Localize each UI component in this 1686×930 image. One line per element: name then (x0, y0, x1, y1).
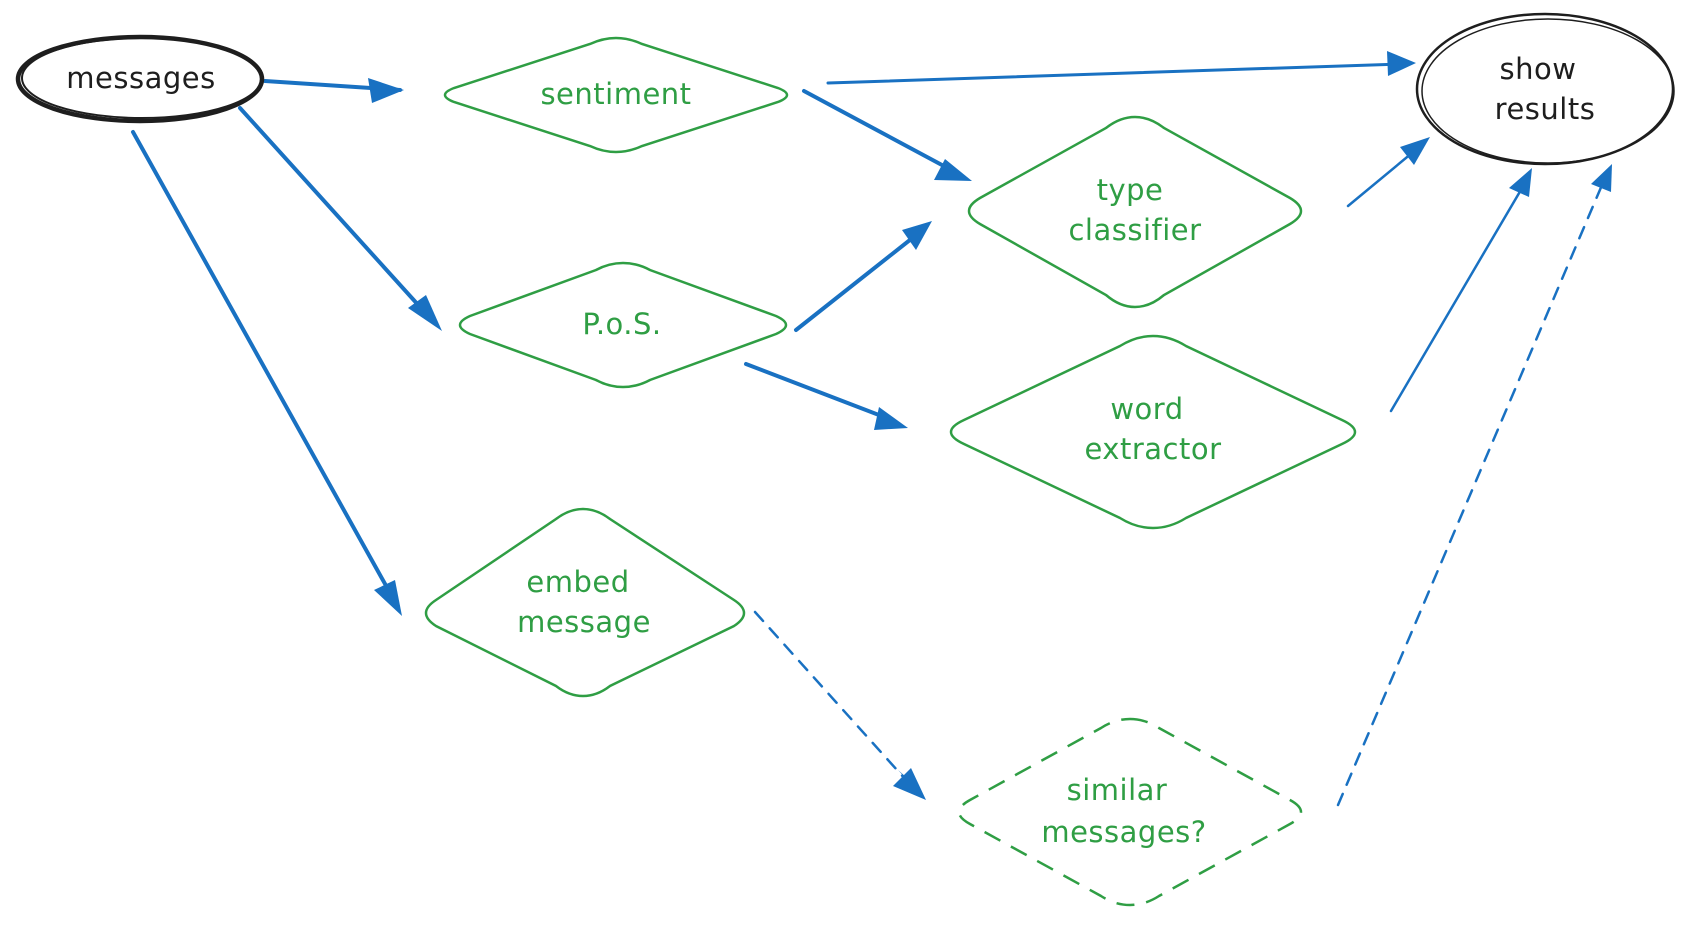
node-label: messages (66, 61, 215, 95)
arrowhead (374, 580, 402, 616)
arrowhead (1387, 51, 1416, 76)
node-sentiment[interactable]: sentiment (443, 36, 789, 154)
edge-sentiment-to-show-results (826, 51, 1416, 85)
nodes-layer: messages sentiment P.o.S. type classifie… (15, 12, 1675, 907)
edge-embed-message-to-similar-messages (753, 610, 926, 800)
node-type-classifier[interactable]: type classifier (967, 115, 1303, 309)
node-shape (967, 115, 1303, 309)
edge-pos-to-word-extractor (744, 362, 908, 430)
node-label-line-1: type (1097, 173, 1164, 207)
arrowhead (1591, 164, 1612, 192)
edge-type-classifier-to-show-results (1346, 137, 1430, 208)
arrowhead (1400, 137, 1430, 165)
node-messages[interactable]: messages (15, 34, 265, 124)
edge-messages-to-pos (238, 106, 442, 331)
node-show-results[interactable]: show results (1415, 12, 1675, 166)
node-embed-message[interactable]: embed message (424, 507, 746, 698)
node-label-line-1: show (1500, 52, 1577, 86)
edge-similar-messages-to-show-results (1336, 164, 1612, 807)
node-shape (424, 507, 746, 698)
arrowhead-solid (893, 768, 926, 800)
node-label-line-2: results (1495, 92, 1596, 126)
node-shape-sketch (21, 37, 263, 119)
node-label-line-2: classifier (1068, 213, 1201, 247)
edge-pos-to-type-classifier (794, 221, 932, 332)
node-label: sentiment (540, 77, 691, 111)
node-label-line-2: extractor (1084, 432, 1221, 466)
node-shape (949, 334, 1357, 530)
node-shape-sketch (1421, 18, 1675, 164)
node-label-line-1: word (1110, 392, 1183, 426)
node-label-line-2: messages? (1041, 815, 1206, 849)
node-label-line-1: similar (1067, 773, 1168, 807)
arrowhead (1509, 168, 1532, 197)
node-shape (443, 36, 789, 154)
arrowhead (874, 407, 908, 430)
edge-messages-to-embed-message (131, 130, 402, 616)
node-word-extractor[interactable]: word extractor (949, 334, 1357, 530)
edges-layer (131, 51, 1612, 807)
node-shape (957, 717, 1303, 907)
node-label-line-2: message (517, 605, 651, 639)
arrowhead (368, 78, 404, 103)
edge-sentiment-to-type-classifier (802, 89, 972, 181)
node-similar-messages[interactable]: similar messages? (957, 717, 1303, 907)
arrowhead (902, 221, 932, 250)
arrowhead (934, 159, 972, 181)
arrowhead (408, 295, 442, 331)
node-shape (1415, 12, 1675, 166)
node-shape (458, 261, 788, 389)
edge-messages-to-sentiment (263, 78, 404, 103)
node-pos[interactable]: P.o.S. (458, 261, 788, 389)
node-label-line-1: embed (526, 565, 629, 599)
edge-word-extractor-to-show-results (1389, 168, 1532, 413)
node-label: P.o.S. (582, 307, 661, 341)
